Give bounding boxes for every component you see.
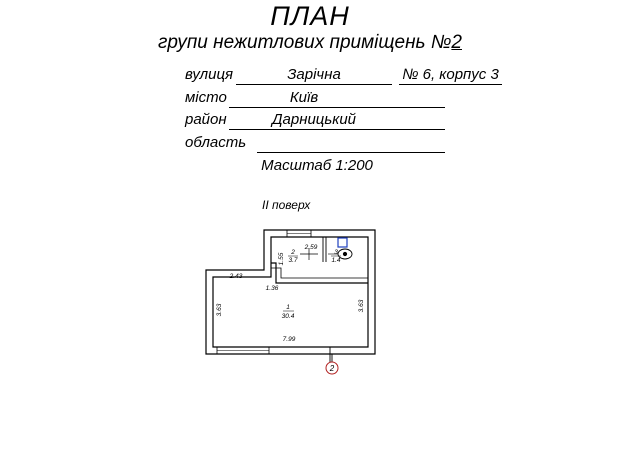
house-underline <box>399 66 502 85</box>
room-marker-label: 2 <box>329 364 335 373</box>
city-underline <box>229 89 445 108</box>
region-underline <box>257 134 445 153</box>
plan-title: ПЛАН <box>270 1 350 31</box>
plan-subtitle: групи нежитлових приміщень №2 <box>0 30 620 56</box>
room-marker <box>325 361 339 375</box>
dim-3-63-left: 3.63 <box>216 303 223 316</box>
street-value: Зарічна <box>287 66 341 83</box>
room3-number: 3 <box>334 249 338 256</box>
house-value: № 6, корпус 3 <box>402 66 499 83</box>
district-label: район <box>185 111 227 128</box>
dim-7-99: 7.99 <box>283 336 296 343</box>
subtitle-text: групи нежитлових приміщень № <box>158 32 452 53</box>
main-room-outer-wall <box>205 229 376 355</box>
street-underline <box>236 66 392 85</box>
scale-text: Масштаб 1:200 <box>261 157 373 174</box>
room2-number: 2 <box>290 249 295 256</box>
partition-wall <box>271 262 368 284</box>
city-label: місто <box>185 89 227 106</box>
room2-area: 3.7 <box>288 257 297 264</box>
room3-area: 1.4 <box>331 257 340 264</box>
main-room-inner-wall <box>212 236 369 348</box>
city-value: Київ <box>289 89 319 106</box>
group-number: 2 <box>451 32 462 53</box>
district-value: Дарницький <box>271 111 357 128</box>
partition-wall-inner <box>271 267 368 279</box>
floor-label: ІІ поверх <box>262 198 311 212</box>
dim-2-59: 2.59 <box>304 244 318 251</box>
region-label: область <box>185 134 247 151</box>
dim-3-63-right: 3.63 <box>358 299 365 312</box>
room1-number: 1 <box>286 304 290 311</box>
district-underline <box>229 111 445 130</box>
dim-1-55: 1.55 <box>278 252 285 265</box>
street-label: вулиця <box>185 66 234 83</box>
room1-area: 30.4 <box>282 313 295 320</box>
toilet-fixture <box>337 237 348 248</box>
dim-2-43: 2.43 <box>229 273 243 280</box>
dim-1-36: 1.36 <box>266 285 279 292</box>
